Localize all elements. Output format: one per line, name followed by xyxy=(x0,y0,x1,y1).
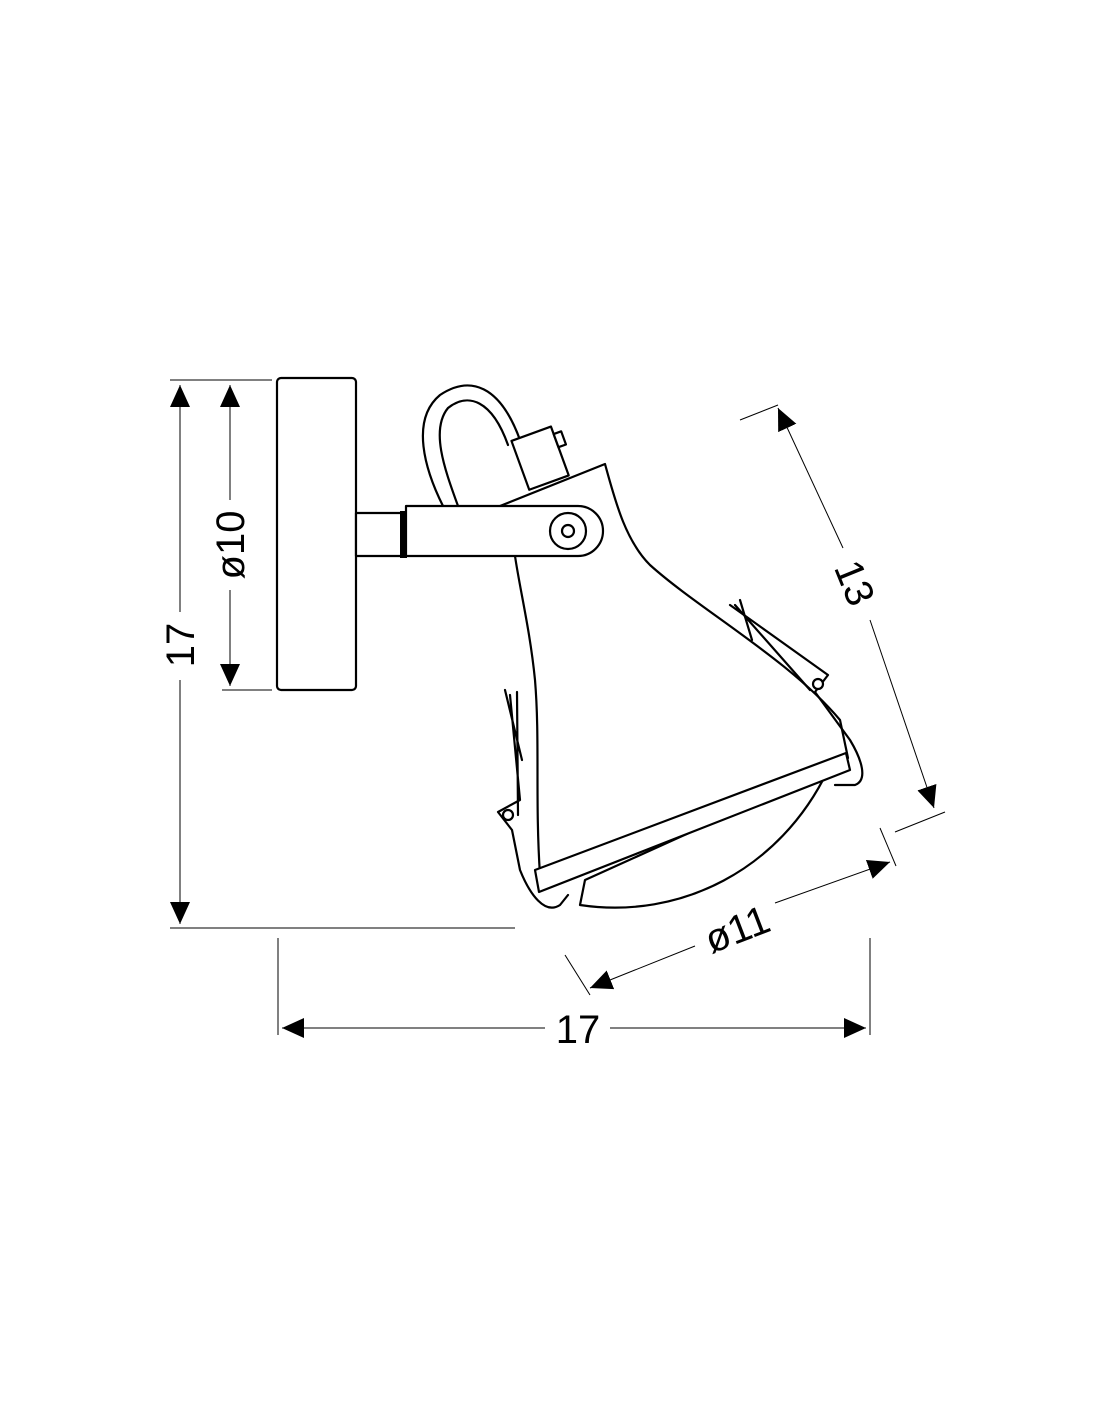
plate-diameter-label: ø10 xyxy=(209,511,253,580)
clip-left xyxy=(496,688,570,909)
shade-length-label: 13 xyxy=(825,554,882,612)
width-label: 17 xyxy=(556,1008,601,1052)
dimension-width: 17 xyxy=(277,938,871,1052)
clip-right-rivet xyxy=(811,677,825,691)
pivot-inner xyxy=(560,523,576,539)
wall-plate xyxy=(275,376,358,692)
clip-right xyxy=(728,598,864,787)
height-label: 17 xyxy=(159,623,203,668)
shade-diameter-label: ø11 xyxy=(699,898,776,963)
dimension-height: 17 xyxy=(159,379,515,929)
lamp-body xyxy=(275,376,864,909)
clip-left-rivet xyxy=(501,808,515,822)
dimension-plate-diameter: ø10 xyxy=(209,385,272,691)
stem-collar xyxy=(400,511,407,558)
stem xyxy=(354,511,406,558)
socket xyxy=(510,425,570,491)
shade xyxy=(498,462,850,877)
hoop xyxy=(421,384,522,508)
shade-rim xyxy=(533,751,852,894)
